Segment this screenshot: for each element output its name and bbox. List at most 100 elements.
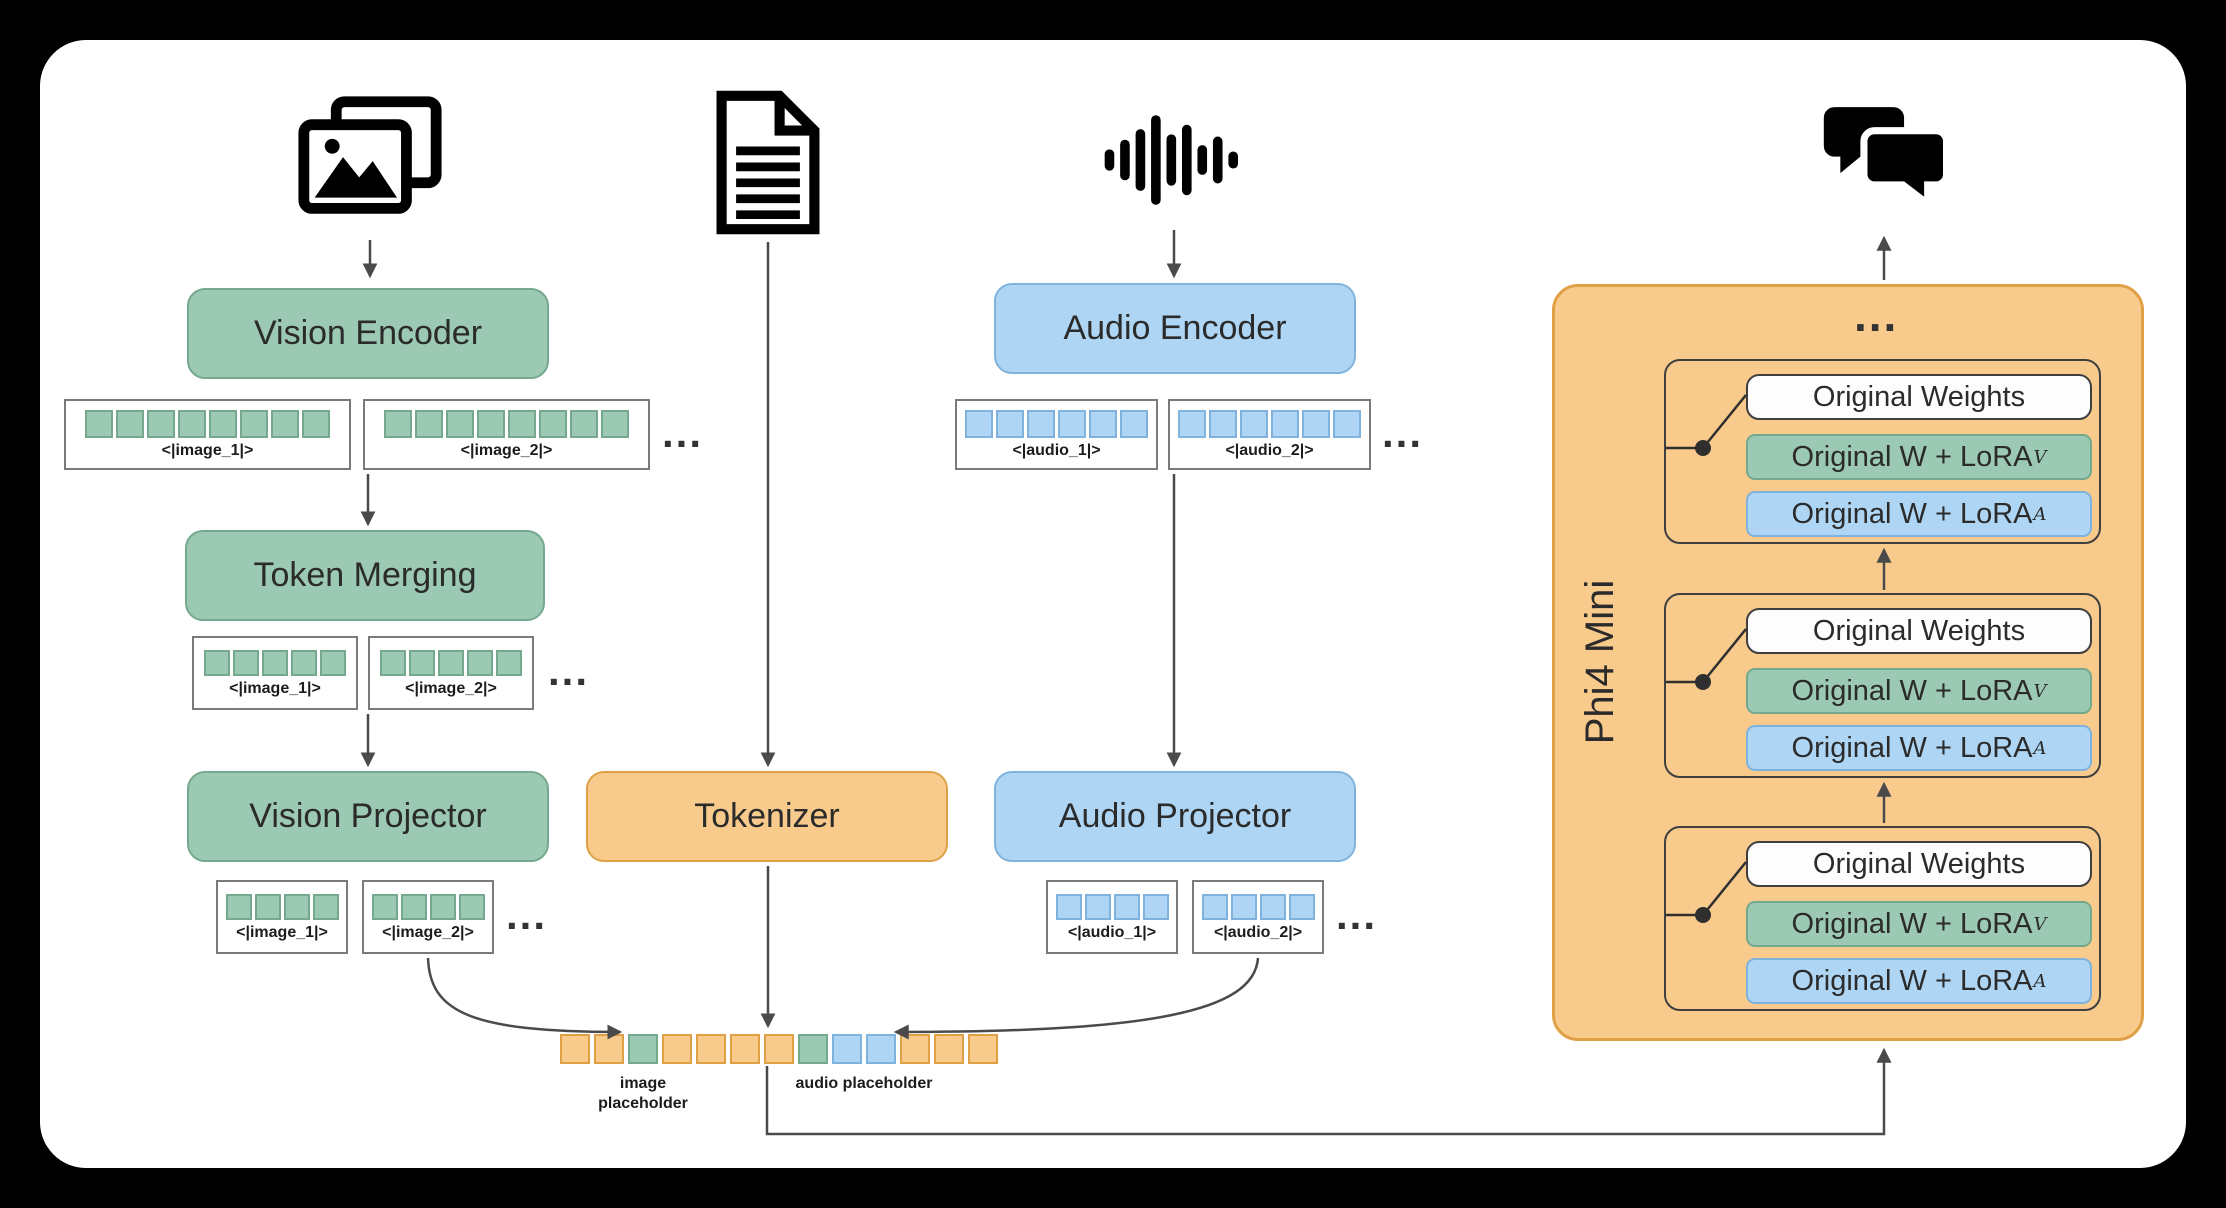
token-square-blue	[1259, 893, 1286, 920]
token-tag: <|image_2|>	[382, 923, 474, 941]
original-weights-row: Original Weights	[1746, 374, 2092, 420]
vision-projector-box: Vision Projector	[187, 771, 549, 862]
token-square-blue	[1027, 410, 1055, 438]
original-weights-label: Original Weights	[1812, 380, 2026, 413]
token-square-green	[446, 410, 474, 438]
token-square-green	[302, 410, 330, 438]
lora-vision-subscript: V	[2033, 913, 2047, 935]
token-square-green	[254, 893, 281, 920]
token-square-blue	[1288, 893, 1315, 920]
token-square-green	[178, 410, 206, 438]
original-weights-row: Original Weights	[1746, 841, 2092, 887]
token-square-blue	[1201, 893, 1228, 920]
ellipsis: ...	[662, 409, 704, 456]
original-weights-label: Original Weights	[1812, 847, 2026, 880]
token-square-row	[85, 410, 330, 438]
token-square-green	[415, 410, 443, 438]
token-tag: <|image_2|>	[405, 679, 497, 697]
token-square-row	[371, 893, 485, 920]
token-square-blue	[1142, 893, 1169, 920]
token-tag: <|audio_1|>	[1012, 442, 1101, 459]
token-square-row	[1178, 410, 1361, 438]
token-tag: <|audio_2|>	[1225, 442, 1314, 459]
token-square-green	[271, 410, 299, 438]
token-square-green	[371, 893, 398, 920]
token-square-orange	[934, 1034, 964, 1064]
token-square-orange	[594, 1034, 624, 1064]
original-weights-label: Original Weights	[1812, 614, 2026, 647]
token-square-orange	[764, 1034, 794, 1064]
token-square-green	[601, 410, 629, 438]
projected-tokens-image1: <|image_1|>	[216, 880, 348, 954]
token-square-blue	[866, 1034, 896, 1064]
token-square-green	[477, 410, 505, 438]
token-square-row	[965, 410, 1148, 438]
token-tag: <|image_2|>	[460, 442, 553, 459]
token-tag: <|audio_2|>	[1213, 923, 1303, 941]
token-square-green	[233, 649, 259, 676]
tokenizer-box: Tokenizer	[586, 771, 948, 862]
audio-projector-box: Audio Projector	[994, 771, 1356, 862]
token-square-green	[400, 893, 427, 920]
lora-audio-label: Original W + LoRA	[1791, 964, 2033, 997]
token-square-blue	[965, 410, 993, 438]
token-square-green	[320, 649, 346, 676]
lora-vision-subscript: V	[2033, 446, 2047, 468]
token-square-blue	[1058, 410, 1086, 438]
lora-audio-label: Original W + LoRA	[1791, 497, 2033, 530]
token-square-blue	[1120, 410, 1148, 438]
token-square-orange	[900, 1034, 930, 1064]
audio-encoder-tokens-audio2: <|audio_2|>	[1168, 399, 1371, 470]
token-square-green	[496, 649, 522, 676]
token-merging-box: Token Merging	[185, 530, 545, 621]
audio-encoder-tokens-audio1: <|audio_1|>	[955, 399, 1158, 470]
projected-tokens-audio1: <|audio_1|>	[1046, 880, 1178, 954]
token-square-blue	[1302, 410, 1330, 438]
token-square-blue	[1240, 410, 1268, 438]
merged-tokens-image2: <|image_2|>	[368, 636, 534, 710]
token-tag: <|image_1|>	[229, 679, 321, 697]
original-weights-row: Original Weights	[1746, 608, 2092, 654]
token-square-green	[262, 649, 288, 676]
audio-encoder-label: Audio Encoder	[1063, 309, 1287, 347]
token-square-blue	[1333, 410, 1361, 438]
token-square-row	[1201, 893, 1315, 920]
lora-vision-label: Original W + LoRA	[1791, 907, 2033, 940]
token-square-green	[628, 1034, 658, 1064]
token-square-blue	[1113, 893, 1140, 920]
token-square-green	[458, 893, 485, 920]
token-square-green	[225, 893, 252, 920]
token-square-blue	[1271, 410, 1299, 438]
vision-encoder-tokens-image2: <|image_2|>	[363, 399, 650, 470]
token-square-blue	[1230, 893, 1257, 920]
lora-audio-label: Original W + LoRA	[1791, 731, 2033, 764]
token-square-green	[539, 410, 567, 438]
token-square-green	[291, 649, 317, 676]
lora-audio-subscript: A	[2033, 737, 2047, 759]
image-placeholder-caption: image placeholder	[598, 1075, 688, 1112]
lora-audio-subscript: A	[2033, 970, 2047, 992]
image-stack-icon	[298, 96, 442, 214]
token-square-green	[438, 649, 464, 676]
audio-placeholder-caption: audio placeholder	[795, 1075, 933, 1092]
token-tag: <|audio_1|>	[1067, 923, 1157, 941]
token-square-green	[380, 649, 406, 676]
token-square-green	[240, 410, 268, 438]
token-square-blue	[1055, 893, 1082, 920]
token-square-green	[85, 410, 113, 438]
token-square-green	[204, 649, 230, 676]
token-square-orange	[662, 1034, 692, 1064]
token-square-blue	[1089, 410, 1117, 438]
audio-encoder-box: Audio Encoder	[994, 283, 1356, 374]
ellipsis: ...	[1336, 891, 1378, 938]
lora-vision-subscript: V	[2033, 680, 2047, 702]
token-tag: <|image_1|>	[236, 923, 328, 941]
